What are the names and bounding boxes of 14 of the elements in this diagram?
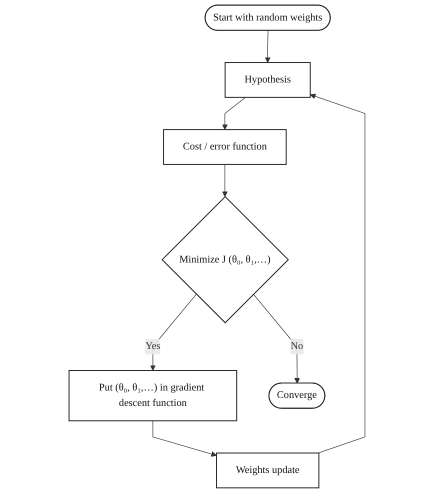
arrow [310,94,366,454]
arrow [253,294,300,384]
node-box: Cost / error function [163,129,287,165]
node-box: Hypothesis [224,62,311,98]
arrow [222,164,228,197]
arrow [264,30,271,63]
edge-label: No [290,340,304,352]
node-box: Put (θ₀, θ₁,…) in gradient descent function [68,370,238,422]
arrow [150,294,197,371]
arrow [222,97,246,130]
arrow [152,420,217,457]
node-box: Weights update [216,452,320,488]
node-diamond: Minimize J (θ₀, θ₁,…) [161,196,289,324]
edge-label: Yes [145,340,160,352]
